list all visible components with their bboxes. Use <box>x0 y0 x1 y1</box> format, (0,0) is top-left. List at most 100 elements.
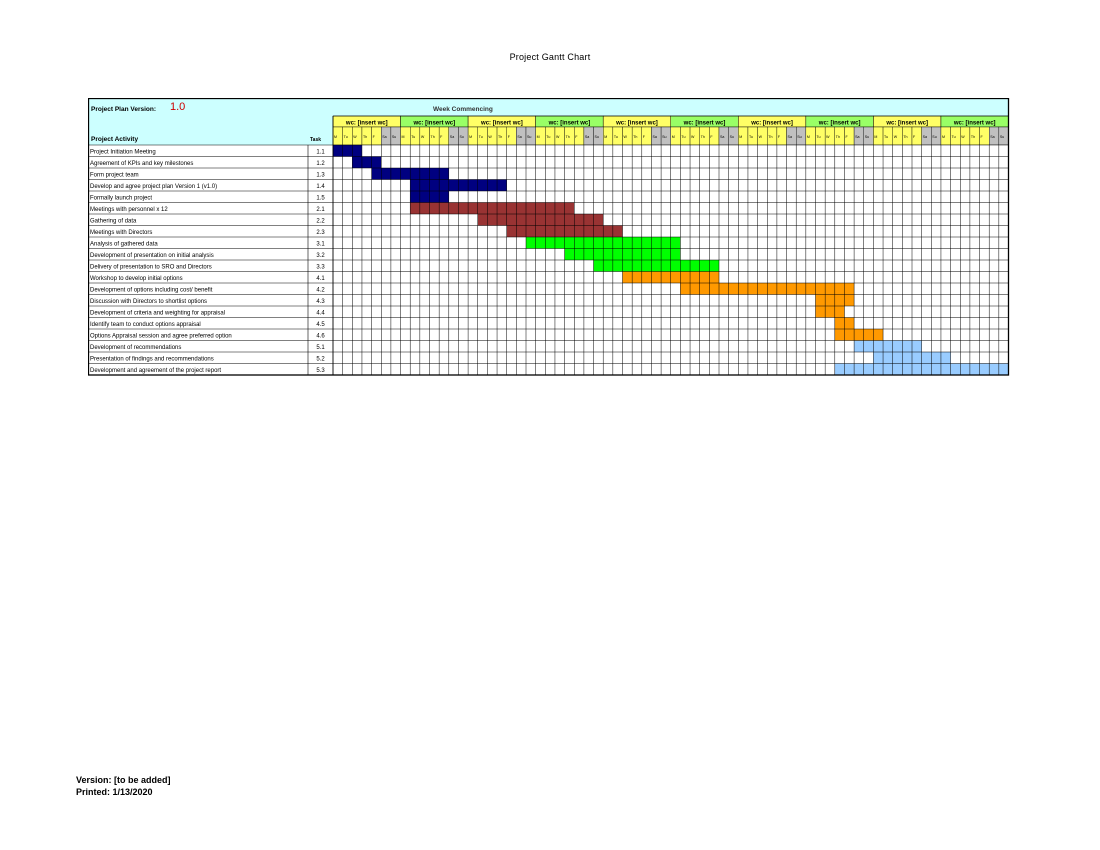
task-number: 1.5 <box>316 195 325 201</box>
day-label: W <box>556 135 560 139</box>
day-label: W <box>759 135 763 139</box>
footer: Version: [to be added] Printed: 1/13/202… <box>76 774 171 798</box>
day-label: M <box>942 135 945 139</box>
footer-printed: Printed: 1/13/2020 <box>76 787 153 797</box>
day-label: Tu <box>681 135 685 139</box>
week-label: wc: [insert wc] <box>750 120 793 126</box>
task-number: 4.2 <box>316 287 325 293</box>
version-value: 1.0 <box>170 101 185 113</box>
day-label: F <box>981 135 984 139</box>
task-number: 4.1 <box>316 276 325 282</box>
day-label: M <box>469 135 472 139</box>
activity-label: Development of options including cost/ b… <box>90 287 213 293</box>
day-label: W <box>961 135 965 139</box>
week-label: wc: [insert wc] <box>615 120 658 126</box>
gantt-bar <box>854 340 922 352</box>
day-label: Tu <box>614 135 618 139</box>
activity-label: Development and agreement of the project… <box>90 368 221 374</box>
day-label: Tu <box>749 135 753 139</box>
activity-header: Project Activity <box>91 136 138 143</box>
day-label: F <box>508 135 511 139</box>
day-label: F <box>913 135 916 139</box>
day-label: Sa <box>652 135 656 139</box>
table-border <box>88 98 1010 376</box>
day-label: Tu <box>479 135 483 139</box>
day-label: Th <box>701 135 705 139</box>
day-label: M <box>604 135 607 139</box>
day-label: Su <box>932 135 936 139</box>
activity-label: Gathering of data <box>90 218 137 224</box>
task-number: 5.3 <box>316 368 325 374</box>
task-number: 1.3 <box>316 172 325 178</box>
week-label: wc: [insert wc] <box>818 120 861 126</box>
activity-label: Analysis of gathered data <box>90 241 158 247</box>
day-label: M <box>402 135 405 139</box>
activity-label: Options Appraisal session and agree pref… <box>90 333 232 339</box>
day-label: M <box>672 135 675 139</box>
activity-label: Identify team to conduct options apprais… <box>90 322 201 328</box>
day-label: Th <box>431 135 435 139</box>
week-label: wc: [insert wc] <box>480 120 523 126</box>
week-label: wc: [insert wc] <box>548 120 591 126</box>
week-label: wc: [insert wc] <box>345 120 388 126</box>
day-label: Tu <box>411 135 415 139</box>
day-label: Th <box>498 135 502 139</box>
day-label: Th <box>903 135 907 139</box>
day-label: Sa <box>517 135 521 139</box>
footer-version: Version: [to be added] <box>76 775 171 785</box>
day-label: Th <box>971 135 975 139</box>
activity-label: Workshop to develop initial options <box>90 276 183 282</box>
week-commencing-label: Week Commencing <box>433 106 493 113</box>
task-number: 2.3 <box>316 230 325 236</box>
day-label: F <box>845 135 848 139</box>
day-label: Sa <box>585 135 589 139</box>
gantt-bar <box>352 156 382 168</box>
task-number: 3.3 <box>316 264 325 270</box>
activity-label: Form project team <box>90 172 139 178</box>
task-header: Task <box>310 137 321 143</box>
day-label: Su <box>595 135 599 139</box>
week-label: wc: [insert wc] <box>412 120 455 126</box>
day-label: Tu <box>344 135 348 139</box>
day-label: W <box>624 135 628 139</box>
page-title: Project Gantt Chart <box>509 52 591 62</box>
day-label: M <box>874 135 877 139</box>
gantt-bar <box>834 329 884 341</box>
activity-label: Development of criteria and weighting fo… <box>90 310 225 316</box>
activity-label: Development of recommendations <box>90 345 181 351</box>
day-label: W <box>488 135 492 139</box>
activity-label: Project Initiation Meeting <box>90 149 156 155</box>
day-label: F <box>643 135 646 139</box>
day-label: Su <box>1000 135 1004 139</box>
activity-label: Development of presentation on initial a… <box>90 253 214 259</box>
day-label: W <box>826 135 830 139</box>
task-number: 3.2 <box>316 253 325 259</box>
day-label: Tu <box>546 135 550 139</box>
day-label: M <box>807 135 810 139</box>
day-label: Th <box>836 135 840 139</box>
day-label: Su <box>797 135 801 139</box>
activity-label: Discussion with Directors to shortlist o… <box>90 299 207 305</box>
day-label: Tu <box>884 135 888 139</box>
day-label: F <box>440 135 443 139</box>
activity-label: Presentation of findings and recommendat… <box>90 356 214 362</box>
activity-label: Develop and agree project plan Version 1… <box>90 184 217 190</box>
day-label: F <box>575 135 578 139</box>
task-number: 1.1 <box>316 149 325 155</box>
day-label: Sa <box>382 135 386 139</box>
day-label: Sa <box>923 135 927 139</box>
day-label: Su <box>459 135 463 139</box>
day-label: Sa <box>788 135 792 139</box>
activity-label: Agreement of KPIs and key milestones <box>90 161 193 167</box>
task-number: 5.2 <box>316 356 325 362</box>
day-label: Su <box>392 135 396 139</box>
activity-label: Delivery of presentation to SRO and Dire… <box>90 264 212 270</box>
task-number: 3.1 <box>316 241 325 247</box>
day-label: W <box>894 135 898 139</box>
day-label: Tu <box>952 135 956 139</box>
day-label: Su <box>730 135 734 139</box>
day-label: Sa <box>855 135 859 139</box>
day-label: Tu <box>817 135 821 139</box>
day-label: Sa <box>990 135 994 139</box>
